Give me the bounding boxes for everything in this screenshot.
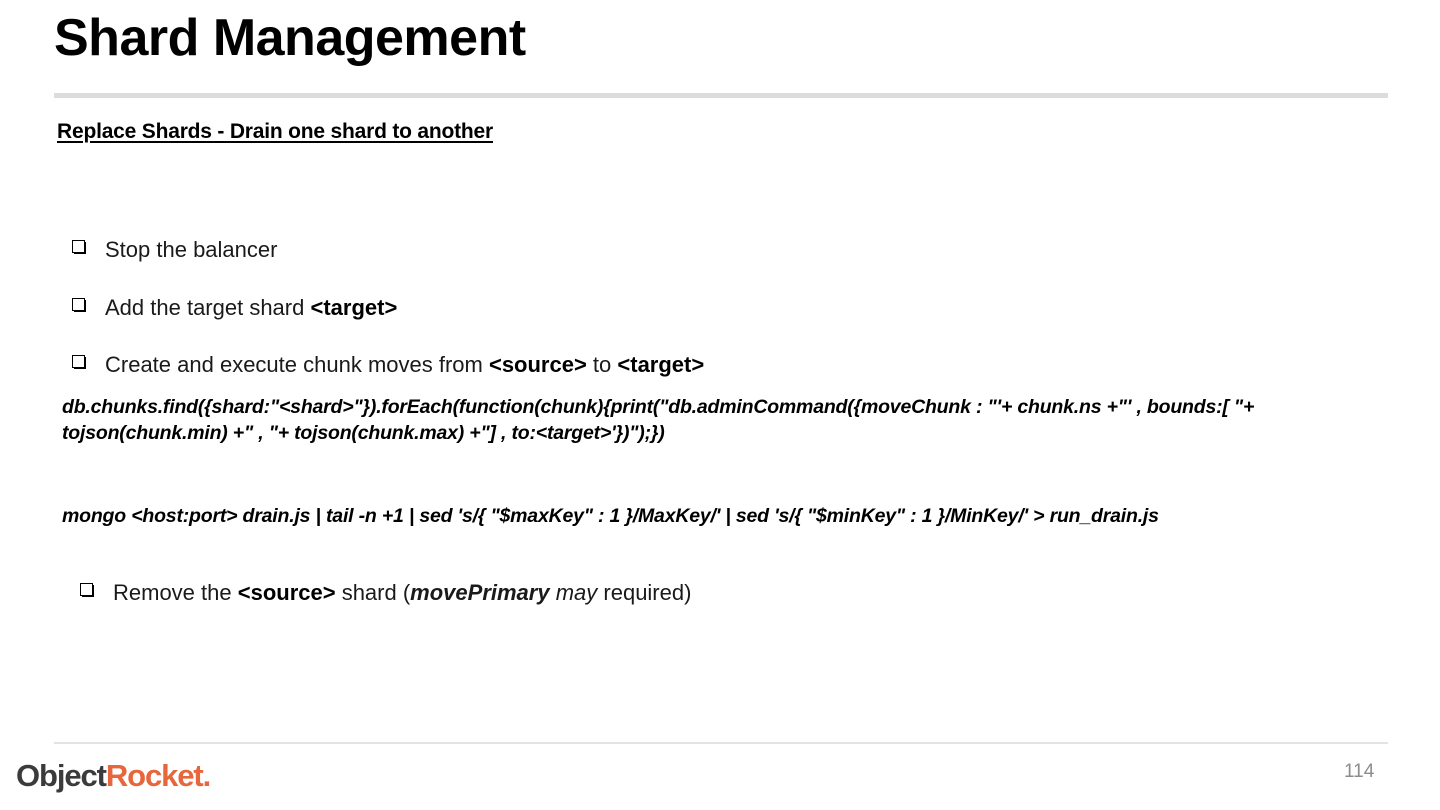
footer-divider	[54, 742, 1388, 744]
bullet-emphasis-source: <source>	[488, 352, 587, 377]
title-divider	[54, 93, 1388, 98]
logo-text-object: Object	[16, 758, 107, 793]
bullet-emphasis-source: <source>	[237, 580, 336, 605]
section-subtitle: Replace Shards - Drain one shard to anot…	[57, 120, 493, 143]
bullet-text: Remove the <source> shard (movePrimary m…	[113, 580, 691, 606]
code-line-2: bounds:[ "+ tojson(chunk.min) +" , "+ to…	[62, 396, 1255, 444]
bullet-emphasis-target: <target>	[617, 352, 705, 377]
bullet-mid: shard (	[335, 580, 411, 605]
bullet-emphasis-target: <target>	[310, 295, 398, 320]
bullet-item-remove-source-shard: Remove the <source> shard (movePrimary m…	[80, 580, 691, 606]
bullet-prefix: Create and execute chunk moves from	[105, 352, 489, 377]
logo-text-rocket: Rocket	[105, 758, 204, 793]
logo-trademark-dot: .	[202, 758, 212, 793]
bullet-text: Create and execute chunk moves from <sou…	[105, 352, 704, 378]
bullet-italic-may: may	[549, 580, 604, 605]
open-square-icon	[72, 240, 105, 260]
bullet-suffix: required)	[603, 580, 692, 605]
bullet-emphasis-moveprimary: movePrimary	[410, 580, 550, 605]
bullet-prefix: Remove the	[113, 580, 238, 605]
open-square-icon	[72, 355, 105, 375]
bullet-item-stop-balancer: Stop the balancer	[72, 237, 277, 263]
bullet-mid: to	[586, 352, 618, 377]
bullet-text: Add the target shard <target>	[105, 295, 397, 321]
code-line-1: db.chunks.find({shard:"<shard>"}).forEac…	[62, 396, 1142, 418]
bullet-item-add-target-shard: Add the target shard <target>	[72, 295, 397, 321]
bullet-text: Stop the balancer	[105, 237, 277, 263]
code-block-mongo-drain: mongo <host:port> drain.js | tail -n +1 …	[62, 505, 1159, 527]
open-square-icon	[72, 298, 105, 318]
open-square-icon	[80, 583, 113, 603]
bullet-prefix: Add the target shard	[105, 295, 311, 320]
page-title: Shard Management	[54, 9, 526, 67]
page-number: 114	[1344, 761, 1375, 782]
bullet-prefix: Stop the balancer	[105, 237, 278, 262]
bullet-item-create-chunk-moves: Create and execute chunk moves from <sou…	[72, 352, 704, 378]
objectrocket-logo: ObjectRocket.	[16, 758, 212, 793]
code-block-chunk-moves: db.chunks.find({shard:"<shard>"}).forEac…	[62, 394, 1312, 446]
